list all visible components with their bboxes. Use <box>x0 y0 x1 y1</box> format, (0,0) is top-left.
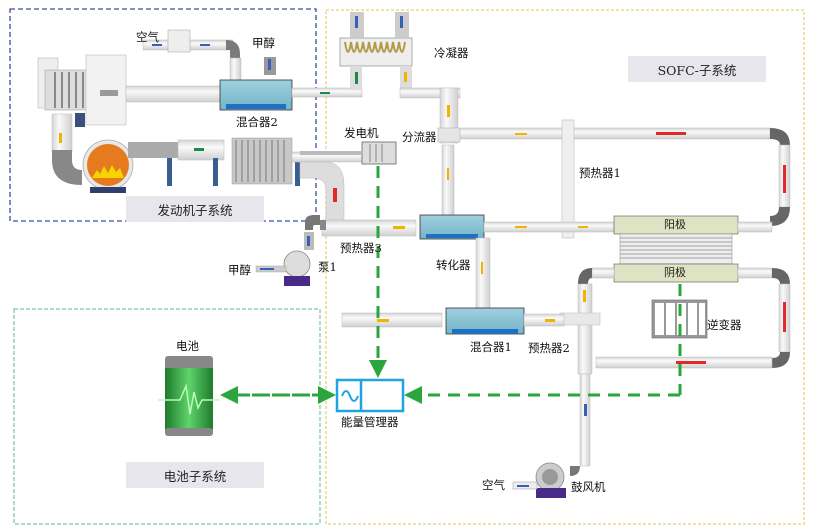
generator-label: 发电机 <box>344 126 379 140</box>
anode-label: 阳极 <box>664 218 686 231</box>
electrolyte-stack <box>619 233 733 265</box>
preheater1-label: 预热器1 <box>579 166 621 180</box>
inverter-label: 逆变器 <box>707 318 742 332</box>
methanol-top-label: 甲醇 <box>252 36 275 50</box>
preheater1-body <box>561 119 575 239</box>
heat-exchanger-fins <box>231 137 293 185</box>
air-valve <box>167 29 191 53</box>
mixer2-label: 混合器2 <box>236 115 278 129</box>
engine-subsystem-border <box>9 8 317 222</box>
preheater2-label: 预热器2 <box>528 341 570 355</box>
air-top-label: 空气 <box>136 30 159 44</box>
blower-label: 鼓风机 <box>571 480 606 494</box>
reformer-label: 转化器 <box>436 258 471 272</box>
air-flow-arrow <box>152 44 162 46</box>
exhaust-flow-arrow <box>320 92 330 94</box>
fuel-flow-arrow <box>59 133 62 143</box>
battery-subsystem-label: 电池子系统 <box>126 462 264 488</box>
condenser-label: 冷凝器 <box>434 46 469 60</box>
splitter-label: 分流器 <box>402 130 437 144</box>
energy-manager-icon <box>335 378 405 413</box>
exhaust-pipe <box>128 142 178 158</box>
sofc-subsystem-border <box>325 9 805 525</box>
methanol-pump-label: 甲醇 <box>228 263 251 277</box>
pipe-elbow <box>226 40 240 60</box>
battery-icon <box>158 356 220 436</box>
intake-pipe <box>125 85 223 103</box>
mixer1-label: 混合器1 <box>470 340 512 354</box>
mixer1-outlet-pipe <box>341 312 443 328</box>
engine-subsystem-label: 发动机子系统 <box>126 196 264 222</box>
hot-flow-arrow <box>333 188 337 202</box>
power-lines <box>220 166 682 404</box>
air-down-pipe <box>229 57 242 83</box>
air-flow-arrow <box>200 44 210 46</box>
splitter-outlet-pipe <box>459 127 771 140</box>
generator-icon <box>361 141 397 165</box>
battery-label: 电池 <box>176 339 199 353</box>
exhaust-flow-arrow <box>194 148 204 151</box>
hot-flow-arrow <box>656 132 686 135</box>
corrugated-elbow <box>52 150 82 185</box>
air-bottom-label: 空气 <box>482 478 505 492</box>
sofc-subsystem-label: SOFC-子系统 <box>628 56 766 82</box>
exhaust-elbow <box>299 161 345 221</box>
pump1-label: 泵1 <box>318 260 337 274</box>
energy-manager-label: 能量管理器 <box>341 415 399 429</box>
preheater3-label: 预热器3 <box>340 241 382 255</box>
methanol-flow-arrow <box>268 59 271 70</box>
cathode-label: 阴极 <box>664 266 686 279</box>
battery-subsystem-border <box>13 308 321 525</box>
pump1-icon <box>283 250 311 278</box>
